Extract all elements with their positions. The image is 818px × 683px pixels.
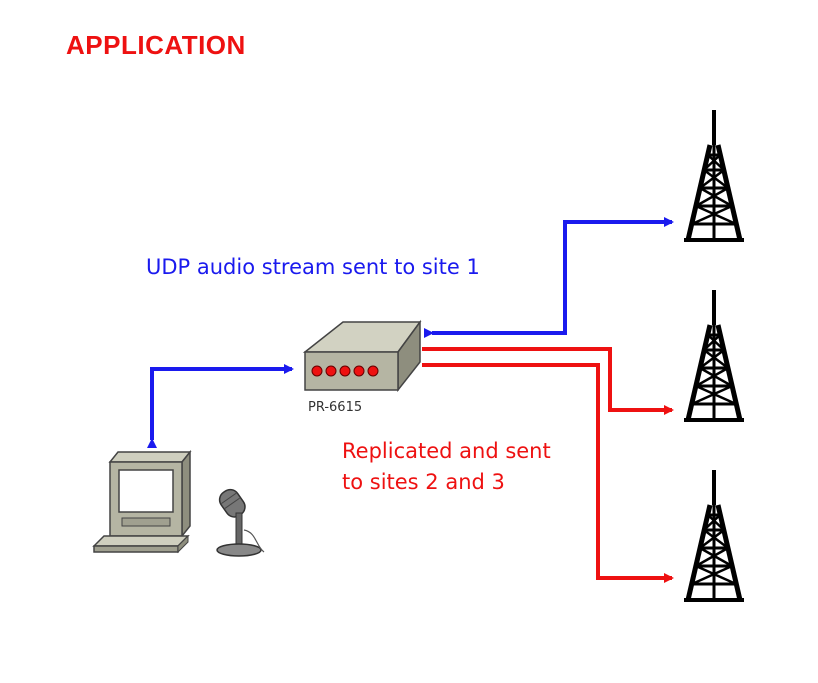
microphone-icon <box>216 488 265 557</box>
replicated-label-line2: to sites 2 and 3 <box>342 470 505 494</box>
tower-site-2-icon <box>684 290 744 420</box>
udp-stream-label: UDP audio stream sent to site 1 <box>146 255 480 279</box>
page-title: APPLICATION <box>66 30 246 60</box>
replicated-label: Replicated and sent to sites 2 and 3 <box>342 436 551 498</box>
tower-site-3-icon <box>684 470 744 600</box>
pr-6615-device <box>302 319 422 393</box>
replicated-label-line1: Replicated and sent <box>342 439 551 463</box>
site2-replicated-link <box>422 347 674 415</box>
site1-stream-link <box>424 217 674 338</box>
computer-icon <box>92 449 192 554</box>
tower-site-1-icon <box>684 110 744 240</box>
site3-replicated-link <box>422 363 674 583</box>
computer-device-link <box>147 364 294 448</box>
device-label: PR-6615 <box>308 400 363 415</box>
